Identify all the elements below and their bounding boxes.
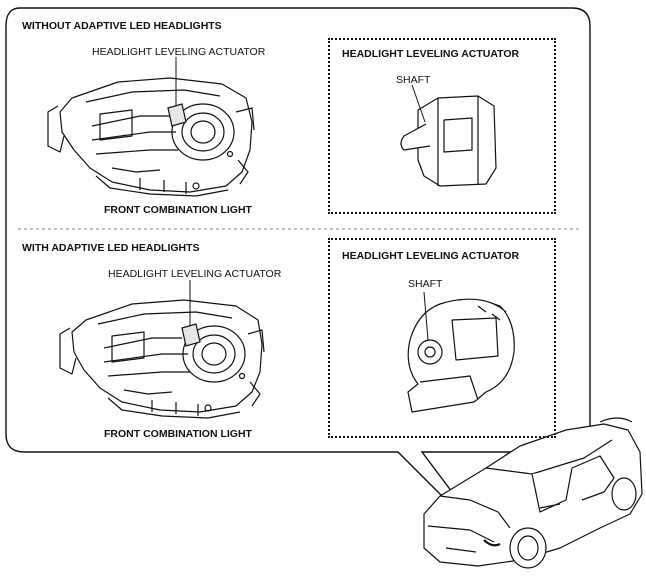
vehicle-illustration [423, 417, 643, 569]
section-title-with-adaptive: WITH ADAPTIVE LED HEADLIGHTS [22, 242, 200, 254]
inset-title-bottom: HEADLIGHT LEVELING ACTUATOR [342, 250, 520, 262]
actuator-inset-top [328, 38, 556, 214]
actuator-marker-bottom [181, 280, 201, 347]
actuator-inset-bottom [328, 238, 556, 438]
actuator-callout-bottom: HEADLIGHT LEVELING ACTUATOR [108, 268, 282, 280]
section-title-without-adaptive: WITHOUT ADAPTIVE LED HEADLIGHTS [22, 20, 222, 32]
actuator-detail-top [400, 84, 497, 187]
front-combination-light-label-bottom: FRONT COMBINATION LIGHT [104, 428, 252, 440]
actuator-marker-top [167, 57, 187, 127]
actuator-detail-bottom [407, 291, 515, 413]
front-combination-light-label-top: FRONT COMBINATION LIGHT [104, 204, 252, 216]
actuator-callout-top: HEADLIGHT LEVELING ACTUATOR [92, 46, 266, 58]
shaft-label-bottom: SHAFT [408, 278, 443, 290]
shaft-label-top: SHAFT [396, 74, 431, 86]
front-combination-light-bottom [59, 299, 265, 419]
front-combination-light-top [47, 77, 255, 197]
inset-title-top: HEADLIGHT LEVELING ACTUATOR [342, 48, 520, 60]
